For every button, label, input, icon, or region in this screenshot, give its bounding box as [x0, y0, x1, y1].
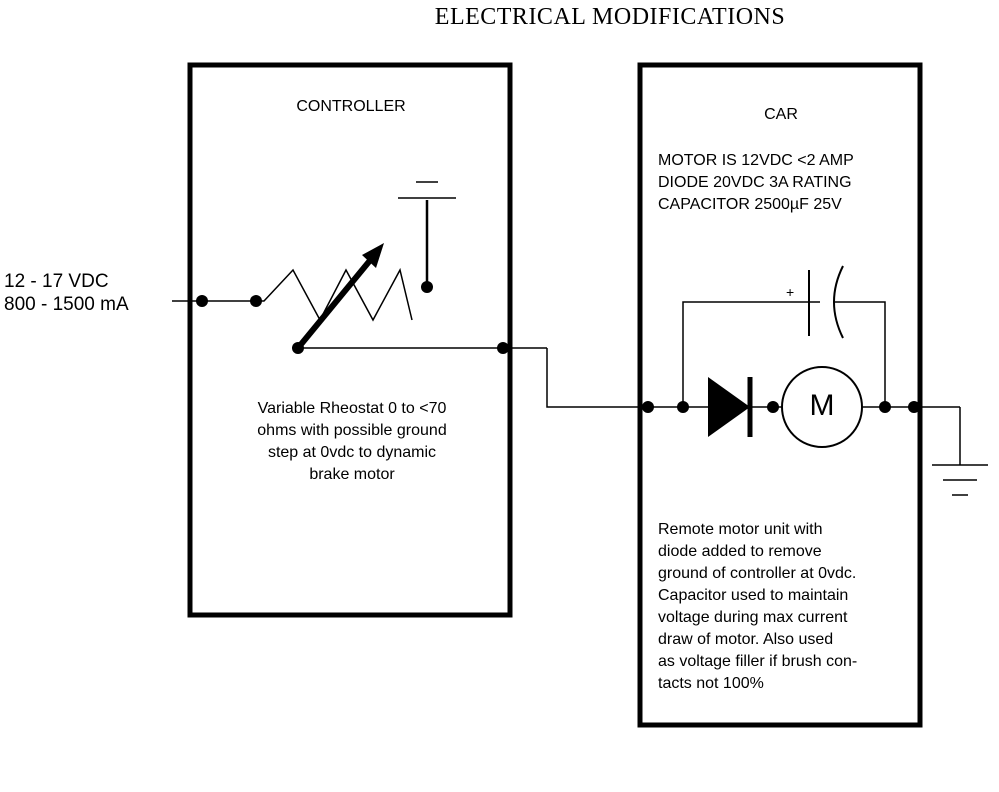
rheostat-resistor [256, 267, 413, 322]
diode-triangle [708, 377, 750, 437]
capacitor-left-wire [682, 301, 820, 407]
capacitor-right-wire [835, 301, 886, 407]
rheostat-arrow-shaft [295, 256, 375, 350]
rheostat-note-line: brake motor [309, 466, 395, 483]
car-note-line: draw of motor. Also used [658, 631, 834, 648]
spec-capacitor: CAPACITOR 2500µF 25V [658, 196, 842, 213]
car-note-line: Capacitor used to maintain [658, 587, 849, 604]
car-note-line: Remote motor unit with [658, 521, 823, 538]
motor-symbol-label: M [809, 389, 835, 422]
car-note: Remote motor unit with diode added to re… [658, 519, 857, 695]
rheostat-note: Variable Rheostat 0 to <70 ohms with pos… [212, 398, 492, 486]
rheostat-note-line: step at 0vdc to dynamic [267, 444, 437, 461]
controller-label: CONTROLLER [296, 98, 406, 115]
car-specs: MOTOR IS 12VDC <2 AMP DIODE 20VDC 3A RAT… [658, 150, 854, 216]
car-note-line: tacts not 100% [658, 675, 764, 692]
link-wire [546, 348, 648, 408]
car-note-line: as voltage filler if brush con- [658, 653, 858, 670]
rheostat-note-line: ohms with possible ground [257, 422, 447, 439]
rheostat-arrow-head [362, 243, 384, 268]
car-note-line: voltage during max current [658, 609, 848, 626]
controller-output-dot [497, 342, 509, 354]
car-note-line: ground of controller at 0vdc. [658, 565, 857, 582]
motor-left-dot [767, 401, 779, 413]
supply-current: 800 - 1500 mA [4, 294, 129, 315]
car-input-dot [642, 401, 654, 413]
controller-box [187, 62, 513, 618]
supply-terminal-dot [196, 295, 208, 307]
car-output-dot [908, 401, 920, 413]
capacitor-polarity-label: + [786, 284, 795, 300]
car-box [637, 62, 923, 728]
spec-motor: MOTOR IS 12VDC <2 AMP [658, 152, 854, 169]
rheostat-note-line: Variable Rheostat 0 to <70 [257, 400, 447, 417]
car-label: CAR [764, 106, 798, 123]
supply-label: 12 - 17 VDC 800 - 1500 mA [4, 270, 129, 316]
spec-diode: DIODE 20VDC 3A RATING [658, 174, 852, 191]
supply-voltage: 12 - 17 VDC [4, 271, 109, 292]
car-note-line: diode added to remove [658, 543, 822, 560]
capacitor-plate-curved [833, 265, 844, 339]
page-title: ELECTRICAL MODIFICATIONS [434, 4, 786, 30]
